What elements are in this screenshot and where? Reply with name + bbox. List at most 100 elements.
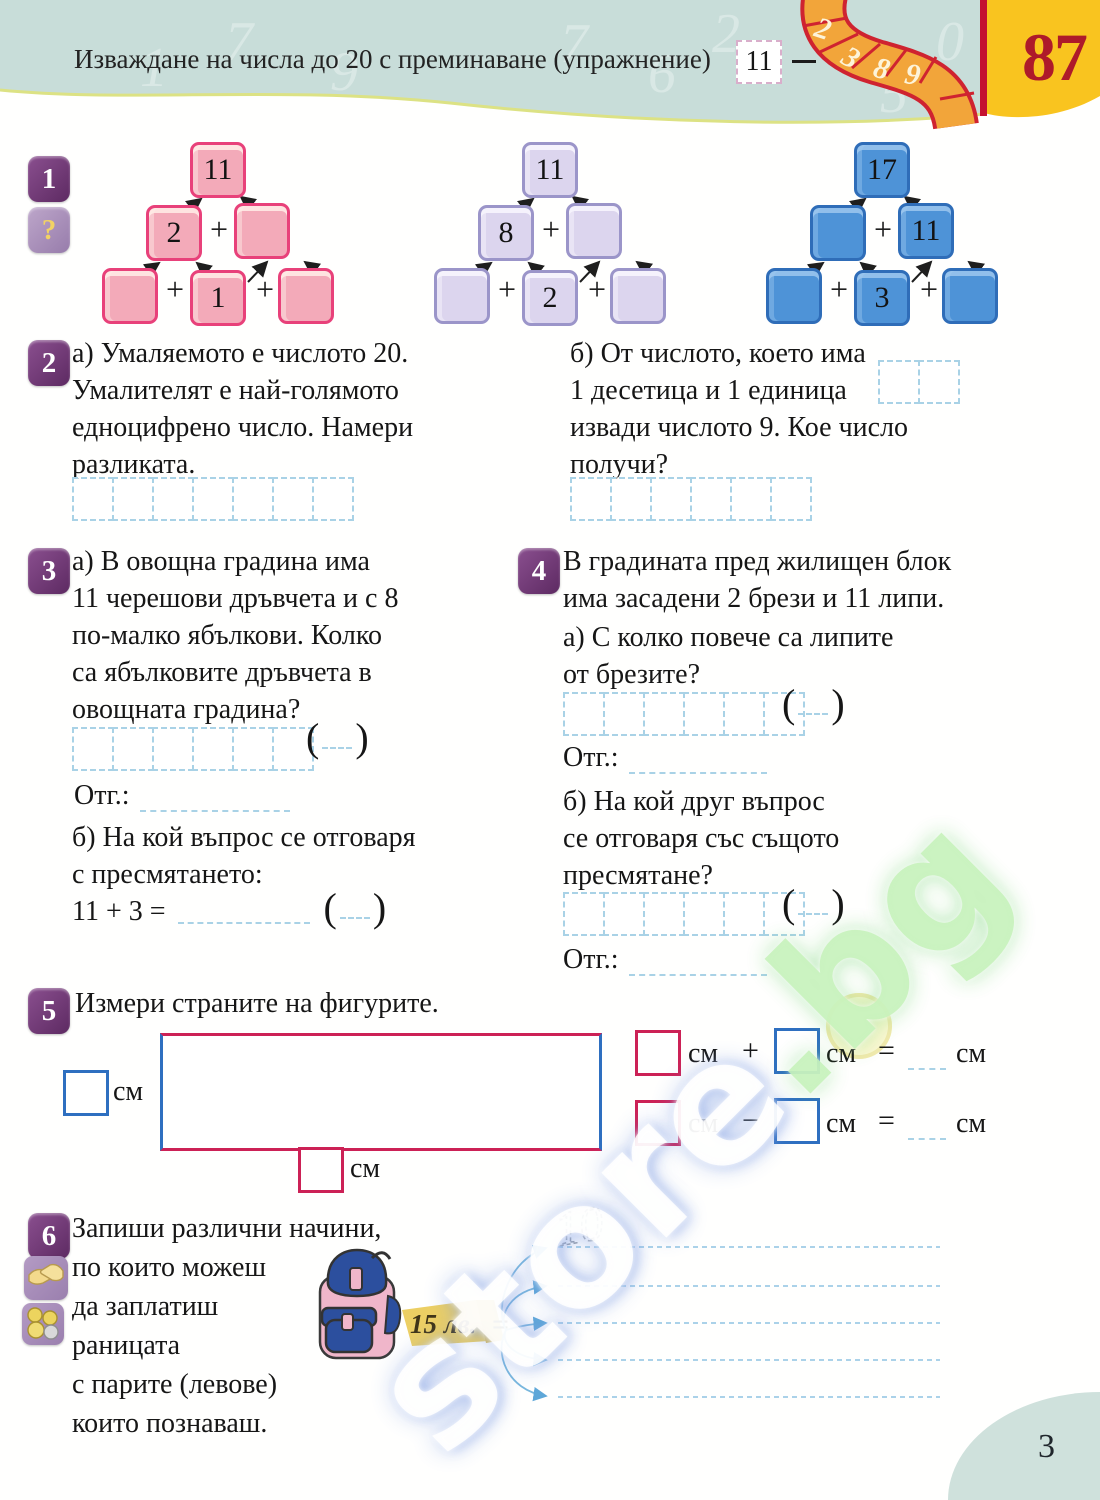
problem-text: са ябълковите дръвчета в xyxy=(72,657,372,688)
answer-line[interactable] xyxy=(628,948,767,976)
problem-text: 11 черешови дръвчета и с 8 xyxy=(72,583,399,614)
answer-cell[interactable] xyxy=(730,477,772,521)
problem-text: а) С колко повече са липите xyxy=(563,622,894,653)
answer-cell[interactable] xyxy=(763,892,805,936)
svg-text:2: 2 xyxy=(712,3,740,65)
hands-icon xyxy=(24,1256,68,1300)
answer-cell[interactable] xyxy=(272,727,314,771)
answer-cell[interactable] xyxy=(603,692,645,736)
answer-cell[interactable] xyxy=(152,477,194,521)
write-on-line[interactable] xyxy=(558,1246,940,1398)
answer-cell[interactable] xyxy=(272,477,314,521)
answer-cell[interactable] xyxy=(918,360,960,404)
answer-cell[interactable] xyxy=(192,477,234,521)
svg-text:+: + xyxy=(874,211,892,247)
length-answer-box[interactable] xyxy=(298,1147,344,1193)
sum-blue-box[interactable] xyxy=(774,1028,820,1074)
answer-line[interactable] xyxy=(139,784,290,812)
number-cube: 2 xyxy=(522,270,578,326)
svg-text:+: + xyxy=(588,271,606,307)
svg-text:+: + xyxy=(166,271,184,307)
answer-cell[interactable] xyxy=(723,692,765,736)
unit-blank[interactable] xyxy=(339,917,370,919)
answer-grid-3a xyxy=(72,727,314,771)
problem-text: В градината пред жилищен блок xyxy=(563,546,952,577)
answer-cell[interactable] xyxy=(643,692,685,736)
number-cube-empty[interactable] xyxy=(942,268,998,324)
number-cube-empty[interactable] xyxy=(566,203,622,259)
answer-cell[interactable] xyxy=(878,360,920,404)
answer-cell[interactable] xyxy=(192,727,234,771)
answer-cell[interactable] xyxy=(650,477,692,521)
plus-operator: + xyxy=(742,1034,759,1067)
result-blank[interactable] xyxy=(908,1112,946,1140)
problem-text: б) На кой въпрос се отговаря xyxy=(72,822,416,853)
number-cube: 11 xyxy=(898,203,954,259)
problem-text: от брезите? xyxy=(563,659,701,690)
diff-blue-box[interactable] xyxy=(774,1098,820,1144)
exercise-6-badge: 6 xyxy=(28,1213,70,1259)
number-cube-empty[interactable] xyxy=(610,268,666,324)
answer-cell[interactable] xyxy=(72,727,114,771)
backpack-illustration xyxy=(318,1248,402,1360)
result-blank[interactable] xyxy=(908,1042,946,1070)
number-cube-empty[interactable] xyxy=(234,203,290,259)
answer-line[interactable] xyxy=(628,746,767,774)
equation-blank[interactable] xyxy=(177,896,310,924)
svg-text:7: 7 xyxy=(560,13,590,75)
answer-cell[interactable] xyxy=(770,477,812,521)
unit-blank[interactable] xyxy=(798,713,829,715)
answer-cell[interactable] xyxy=(112,727,154,771)
answer-cell[interactable] xyxy=(690,477,732,521)
answer-cell[interactable] xyxy=(643,892,685,936)
width-answer-box[interactable] xyxy=(63,1070,109,1116)
exercise-5-badge: 5 xyxy=(28,988,70,1034)
svg-text:9: 9 xyxy=(902,57,923,92)
page-tab xyxy=(984,0,1100,118)
problem-text: Измери страните на фигурите. xyxy=(75,988,439,1019)
answer-cell[interactable] xyxy=(312,477,354,521)
answer-cell[interactable] xyxy=(72,477,114,521)
sum-red-box[interactable] xyxy=(635,1030,681,1076)
equals-operator: = xyxy=(878,1104,895,1137)
unit-label: см xyxy=(350,1153,381,1184)
problem-text: овощната градина? xyxy=(72,694,301,725)
number-cube-empty[interactable] xyxy=(278,268,334,324)
number-cube-empty[interactable] xyxy=(102,268,158,324)
unit-blank[interactable] xyxy=(322,747,353,749)
answer-cell[interactable] xyxy=(603,892,645,936)
answer-cell[interactable] xyxy=(570,477,612,521)
problem-text: раницата xyxy=(72,1330,181,1361)
answer-label: Отг.: xyxy=(74,780,130,811)
svg-text:+: + xyxy=(256,271,274,307)
number-cube-empty[interactable] xyxy=(810,205,866,261)
answer-row: Отг.: xyxy=(74,780,290,812)
name-unit-parens: () xyxy=(306,715,369,760)
problem-text: с пресмятането: xyxy=(72,859,263,890)
answer-cell[interactable] xyxy=(232,477,274,521)
answer-row: Отг.: xyxy=(563,944,767,976)
answer-cell[interactable] xyxy=(683,692,725,736)
number-cube-empty[interactable] xyxy=(434,268,490,324)
problem-text: извади числото 9. Кое число xyxy=(570,412,909,443)
answer-grid-2b xyxy=(570,477,812,521)
problem-text: да заплатиш xyxy=(72,1291,219,1322)
answer-cell[interactable] xyxy=(563,692,605,736)
answer-grid-4b xyxy=(563,892,805,936)
unit-label: см xyxy=(688,1038,719,1069)
answer-cell[interactable] xyxy=(723,892,765,936)
answer-cell[interactable] xyxy=(683,892,725,936)
answer-cell[interactable] xyxy=(232,727,274,771)
answer-grid-2a xyxy=(72,477,354,521)
answer-label: Отг.: xyxy=(563,742,619,773)
unit-blank[interactable] xyxy=(798,913,829,915)
diff-red-box[interactable] xyxy=(635,1100,681,1146)
svg-text:15 лв.: 15 лв. xyxy=(410,1309,476,1339)
unit-label: см xyxy=(956,1038,987,1069)
number-cube-empty[interactable] xyxy=(766,268,822,324)
svg-text:1: 1 xyxy=(140,37,168,99)
answer-cell[interactable] xyxy=(610,477,652,521)
answer-cell[interactable] xyxy=(112,477,154,521)
answer-cell[interactable] xyxy=(563,892,605,936)
answer-cell[interactable] xyxy=(152,727,194,771)
